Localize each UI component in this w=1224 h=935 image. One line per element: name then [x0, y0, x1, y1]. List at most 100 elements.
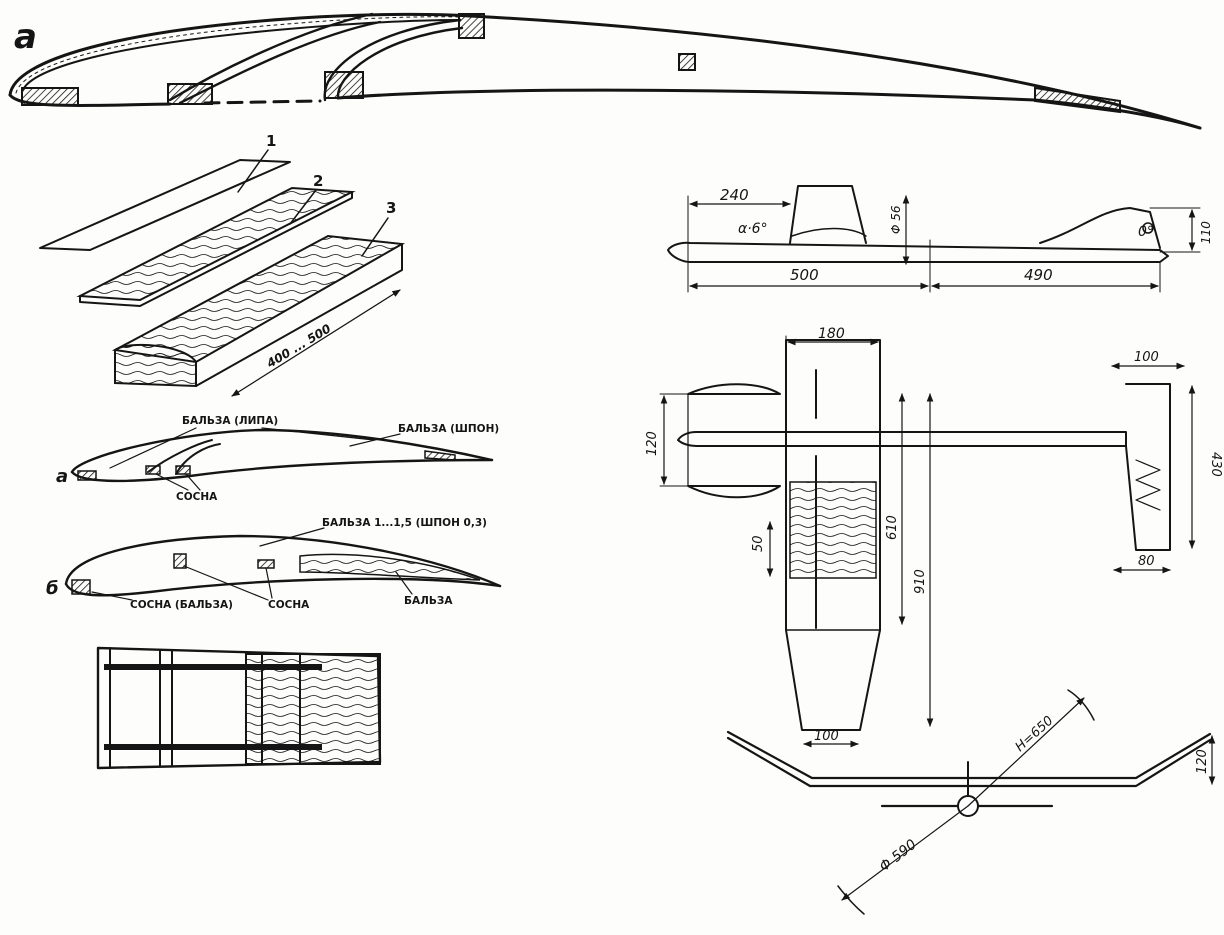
profile-a-lower — [70, 458, 494, 483]
label-layer-2: 2 — [313, 172, 323, 190]
leading-skin-hatch — [15, 16, 461, 94]
leader-balsa-veneer — [349, 433, 401, 447]
front-stabilizer-top — [687, 383, 781, 395]
wing-root-side — [789, 185, 867, 244]
profile-a-spar-2 — [175, 465, 191, 475]
plank-2-edge — [79, 191, 353, 307]
dim-490: 490 — [1024, 266, 1053, 284]
label-balsa-skin: БАЛЬЗА 1...1,5 (ШПОН 0,3) — [322, 517, 487, 529]
leader-pine-a-1 — [155, 473, 189, 491]
profile-b: б БАЛЬЗА 1...1,5 (ШПОН 0,3) СОСНА (БАЛЬЗ… — [46, 517, 502, 611]
diam-56: Φ 56 — [889, 205, 903, 234]
label-balsa-lime: БАЛЬЗА (ЛИПА) — [182, 415, 278, 427]
profile-a: a БАЛЬЗА (ЛИПА) БАЛЬЗА (ШПОН) СОСНА — [56, 415, 499, 503]
plan-lower-spar — [104, 744, 322, 750]
profile-b-spar-1 — [173, 553, 187, 569]
label-balsa-b: БАЛЬЗА — [404, 595, 453, 607]
leader-pine-a-2 — [185, 473, 201, 491]
leader-pine-b-2 — [265, 567, 273, 599]
tailplane — [1125, 383, 1171, 551]
airfoil-upper-contour — [8, 12, 1202, 130]
leader-balsa-lime-1 — [109, 427, 197, 469]
dim-120-front: 120 — [1195, 749, 1210, 774]
dim-110: 110 — [1199, 221, 1213, 244]
sheet-1 — [39, 159, 291, 251]
diam-590: Φ 590 — [877, 837, 920, 876]
wing-structure-plan — [96, 646, 382, 770]
dim-910: 910 — [913, 569, 928, 594]
label-balsa-veneer: БАЛЬЗА (ШПОН) — [398, 423, 499, 435]
dim-120-stab: 120 — [645, 431, 660, 456]
dihedral-wing-lower — [726, 736, 1212, 788]
front-spar-block — [167, 83, 213, 105]
leader-balsa-skin — [259, 527, 325, 547]
fuselage-side — [667, 241, 1169, 263]
top-view: 180 120 100 430 80 50 610 910 100 — [645, 326, 1223, 748]
dim-50: 50 — [751, 535, 766, 552]
dim-180: 180 — [818, 326, 845, 342]
profile-a-nose — [77, 470, 97, 481]
radius-h650-line — [967, 697, 1085, 807]
tailplane-truss — [1135, 459, 1161, 511]
leader-balsa-lime-2 — [261, 427, 375, 441]
profile-a-letter: a — [56, 466, 68, 487]
label-layer-3: 3 — [386, 199, 396, 217]
wing-balsa-section — [789, 481, 877, 579]
section-letter-a: a — [14, 17, 37, 57]
dim-610: 610 — [885, 515, 900, 540]
profile-b-spar-2 — [257, 559, 275, 569]
block-3-top — [111, 234, 406, 364]
leading-edge-block — [21, 87, 79, 106]
block-3-end — [114, 343, 197, 388]
angle-tail: 0° — [1138, 224, 1154, 240]
leader-2 — [289, 189, 317, 225]
dim-500: 500 — [790, 266, 819, 284]
label-pine-a: СОСНА — [176, 491, 218, 503]
top-wing-section: a — [8, 12, 1202, 130]
length-dimension-line — [231, 289, 401, 397]
plan-upper-spar — [104, 664, 322, 670]
profile-b-balsa-tail — [299, 553, 481, 581]
fuselage-top — [677, 431, 1127, 447]
wing-root-profile — [791, 227, 867, 237]
leader-3 — [361, 217, 389, 257]
side-view: 240 α·6° Φ 56 0° 110 500 490 — [667, 185, 1213, 293]
profile-a-tail-block — [424, 450, 456, 461]
dim-240: 240 — [720, 186, 749, 204]
arc-h650 — [1067, 689, 1095, 721]
label-pine-balsa: СОСНА (БАЛЬЗА) — [130, 599, 233, 611]
dim-100-stab: 100 — [1134, 350, 1159, 365]
leader-pine-balsa — [91, 591, 133, 601]
leading-skin-inner — [21, 19, 459, 93]
layer-stack: 1 2 3 400 ... 500 — [39, 132, 406, 397]
dihedral-wing-upper — [726, 730, 1212, 780]
profile-b-lower — [64, 577, 502, 597]
rear-spar-block — [678, 53, 696, 71]
leader-pine-b-1 — [183, 565, 269, 601]
upper-spar-block — [458, 13, 485, 39]
label-layer-1: 1 — [266, 132, 276, 150]
tail-fin-side — [1039, 207, 1161, 249]
dim-h650: H=650 — [1013, 713, 1057, 755]
main-spar-block — [324, 71, 364, 99]
dim-100-tip: 100 — [814, 729, 839, 744]
profile-b-nose — [71, 579, 91, 595]
airfoil-lower-rear — [336, 88, 1202, 130]
profile-b-letter: б — [46, 578, 59, 599]
trailing-edge-block — [1034, 86, 1121, 114]
arc-590 — [837, 885, 865, 915]
profile-b-upper — [64, 534, 502, 588]
angle-wing: α·6° — [738, 221, 768, 237]
dim-80: 80 — [1138, 554, 1155, 569]
front-stabilizer-bottom — [687, 485, 781, 499]
leader-balsa-b — [395, 571, 413, 595]
airfoil-dashed-lower — [203, 99, 322, 105]
leader-1 — [237, 149, 269, 193]
dim-430: 430 — [1208, 452, 1223, 477]
profile-a-spar-1 — [145, 465, 161, 475]
tail-hook — [1142, 222, 1154, 234]
diam-590-line — [841, 805, 969, 901]
label-pine-b: СОСНА — [268, 599, 310, 611]
